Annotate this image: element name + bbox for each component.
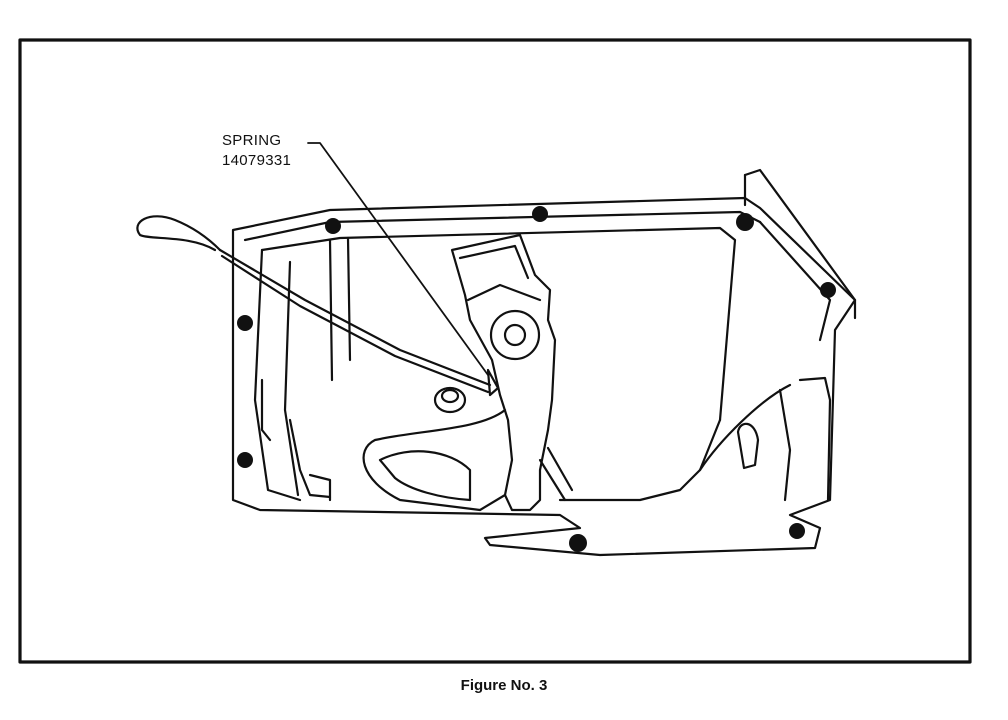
spring-ring — [136, 215, 222, 252]
pan-right-wall — [743, 168, 857, 320]
lever-arm — [362, 408, 507, 512]
oil-pan-flange — [231, 196, 857, 557]
callout-part-number: 14079331 — [222, 152, 292, 169]
spring-wire — [218, 248, 492, 387]
flange-bolt-holes — [237, 206, 836, 552]
pan-inner-rim — [260, 226, 737, 422]
callout-leader — [307, 142, 489, 376]
pan-left-wall — [253, 248, 302, 502]
bracket-hub — [489, 309, 541, 361]
right-tab — [736, 422, 760, 470]
stud — [433, 386, 467, 414]
lever-bracket — [450, 233, 557, 512]
figure-frame — [18, 38, 972, 664]
flange-inner-edge — [243, 210, 762, 242]
figure-caption: Figure No. 3 — [460, 677, 548, 694]
callout-spring-label: SPRING — [222, 132, 282, 149]
